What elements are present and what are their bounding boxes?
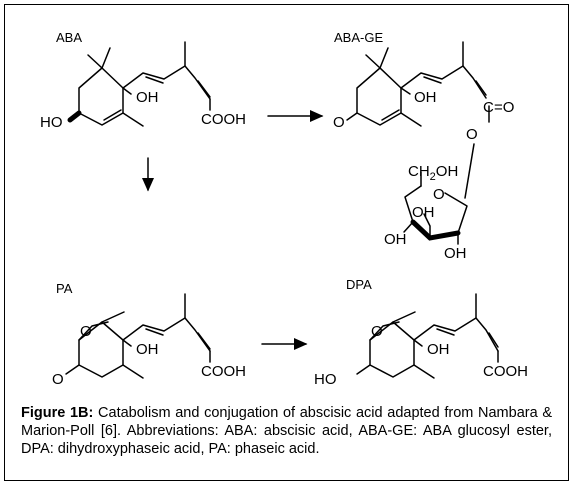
pa-label: PA [56,281,73,296]
aba-ge-carbonyl-c: C [483,99,494,116]
dpa-label: DPA [346,277,372,292]
dpa-bridge-o: O [371,323,383,340]
aba-ge-oh: OH [414,89,437,106]
aba-oh: OH [136,89,159,106]
sugar-oh-c: OH [444,245,467,262]
aba-ge-structure: ABA-GE O OH C =O O CH2OH O OH OH OH [333,30,514,262]
dpa-oh: OH [427,341,450,358]
aba-cooh: COOH [201,111,246,128]
aba-ge-label: ABA-GE [334,30,383,45]
aba-structure: ABA OH COOH HO [40,30,246,131]
sugar-oh-a: OH [412,204,435,221]
pa-keto-o: O [52,371,64,388]
dpa-ho: HO [314,371,337,388]
figure-caption: Figure 1B: Catabolism and conjugation of… [21,404,552,458]
pa-structure: PA O OH O COOH [52,281,246,388]
pa-bridge-o: O [80,323,92,340]
sugar-oh-b: OH [384,231,407,248]
sugar-ch2oh: CH2OH [408,163,458,183]
pa-cooh: COOH [201,363,246,380]
figure-frame [4,4,569,481]
aba-ho: HO [40,114,63,131]
dpa-cooh: COOH [483,363,528,380]
dpa-structure: DPA O OH HO COOH [314,277,528,388]
aba-ge-keto-o: O [333,114,345,131]
caption-text: Catabolism and conjugation of abscisic a… [21,405,552,457]
sugar-ring-o: O [433,186,445,203]
aba-label: ABA [56,30,82,45]
caption-label: Figure 1B: [21,405,94,421]
pa-oh: OH [136,341,159,358]
reaction-scheme: ABA OH COOH HO ABA-GE O OH C =O O [40,30,528,388]
aba-ge-carbonyl-o: =O [494,99,514,116]
aba-ge-ester-o: O [466,126,478,143]
